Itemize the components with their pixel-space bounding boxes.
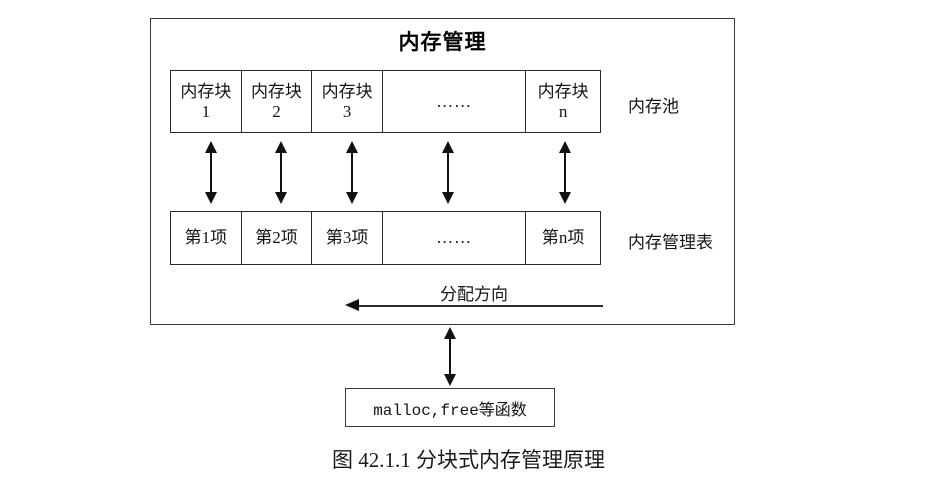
memory-pool-cell-line1: 内存块	[180, 82, 232, 102]
arrow-head-down-icon	[205, 192, 217, 204]
arrow-shaft	[449, 334, 451, 379]
arrow-head-down-icon	[275, 192, 287, 204]
clipped-text-line	[180, 476, 760, 484]
memory-pool-label: 内存池	[628, 97, 679, 116]
double-arrow-icon	[441, 141, 455, 204]
double-arrow-icon	[204, 141, 218, 204]
arrow-head-down-icon	[346, 192, 358, 204]
arrow-head-up-icon	[559, 141, 571, 153]
memory-pool-cell: 内存块 1	[171, 71, 242, 132]
memory-pool-cell-line2: 1	[201, 101, 211, 121]
ellipsis-text: ……	[436, 91, 473, 111]
memory-pool-cell: 内存块 3	[312, 71, 384, 132]
figure-caption: 图 42.1.1 分块式内存管理原理	[332, 448, 605, 472]
arrow-shaft	[280, 148, 282, 197]
arrow-shaft	[447, 148, 449, 197]
memory-pool-cell-line2: 2	[272, 101, 281, 121]
arrow-head-down-icon	[442, 192, 454, 204]
memory-table-cell: 第3项	[312, 212, 384, 264]
memory-table-cell: 第2项	[242, 212, 313, 264]
arrow-shaft	[564, 148, 566, 197]
arrow-head-up-icon	[205, 141, 217, 153]
memory-pool-cell-line1: 内存块	[321, 82, 373, 102]
allocation-direction-label: 分配方向	[440, 285, 508, 304]
memory-management-table-label: 内存管理表	[628, 233, 713, 252]
allocation-arrow-shaft	[357, 305, 603, 307]
double-arrow-icon	[274, 141, 288, 204]
memory-table-cell: 第n项	[541, 228, 585, 248]
memory-pool-cell: 内存块 n	[526, 71, 600, 132]
api-function-label: malloc,free等函数	[373, 401, 527, 420]
memory-pool-cell-line1: 内存块	[251, 82, 302, 102]
arrow-head-down-icon	[559, 192, 571, 204]
double-arrow-icon	[558, 141, 572, 204]
memory-table-cell-ellipsis: ……	[383, 212, 527, 264]
arrow-head-down-icon	[444, 374, 456, 386]
api-connector-double-arrow-icon	[443, 327, 457, 386]
memory-table-cell: 第1项	[171, 212, 242, 264]
memory-management-table-strip: 第1项 第2项 第3项 …… 第n项	[170, 211, 601, 265]
arrow-shaft	[210, 148, 212, 197]
memory-pool-cell-line2: 3	[342, 101, 352, 121]
diagram-title: 内存管理	[398, 30, 487, 54]
memory-pool-strip: 内存块 1 内存块 2 内存块 3 …… 内存块 n	[170, 70, 601, 133]
memory-pool-cell: 内存块 2	[242, 71, 313, 132]
arrow-head-up-icon	[346, 141, 358, 153]
memory-management-container	[150, 18, 735, 325]
allocation-direction-group: 分配方向	[345, 282, 603, 312]
memory-pool-cell-line1: 内存块	[537, 82, 589, 102]
arrow-head-up-icon	[444, 327, 456, 339]
api-function-box: malloc,free等函数	[345, 388, 555, 427]
arrow-head-up-icon	[275, 141, 287, 153]
arrow-head-up-icon	[442, 141, 454, 153]
arrow-head-left-icon	[345, 299, 359, 311]
double-arrow-icon	[345, 141, 359, 204]
memory-pool-cell-line2: n	[558, 101, 568, 121]
memory-pool-cell-ellipsis: ……	[383, 71, 527, 132]
arrow-shaft	[351, 148, 353, 197]
